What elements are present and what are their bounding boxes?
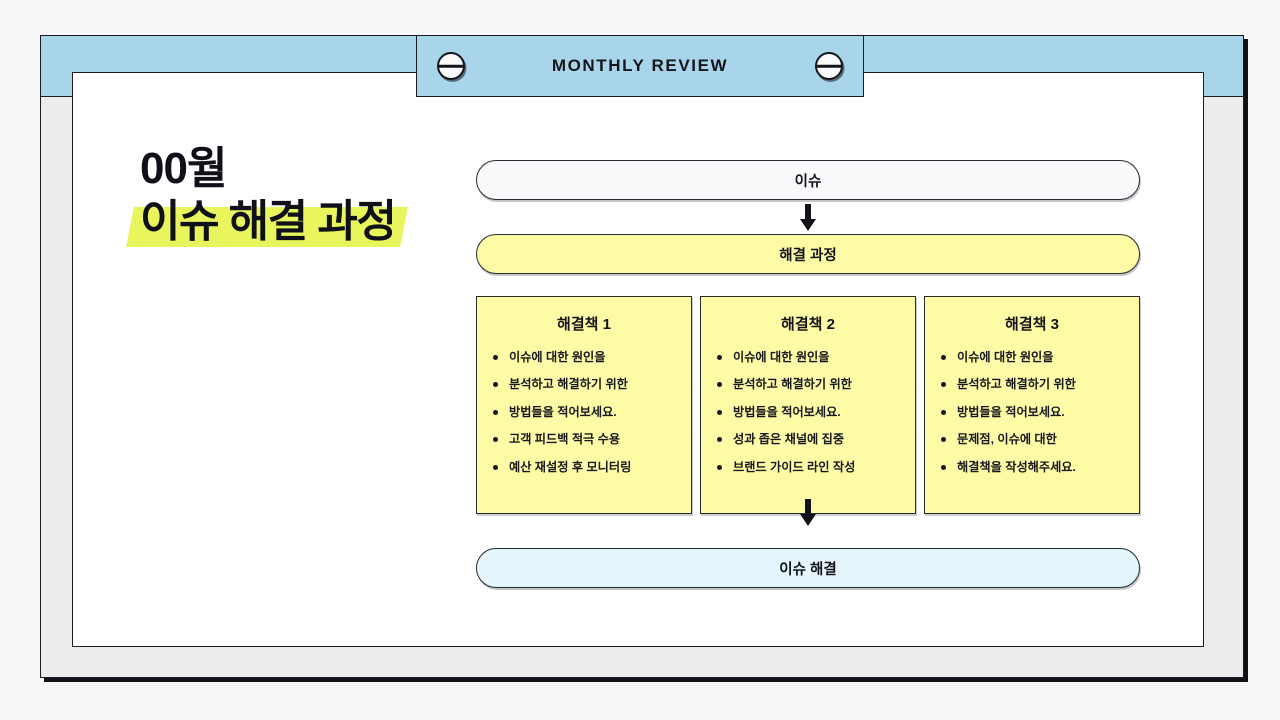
list-item: 이슈에 대한 원인을 [939, 349, 1129, 365]
solution-column-2[interactable]: 해결책 2 이슈에 대한 원인을 분석하고 해결하기 위한 방법들을 적어보세요… [700, 296, 916, 514]
headline-month: 00월 [140, 144, 227, 193]
flow-node-resolved-label: 이슈 해결 [779, 561, 837, 578]
list-item: 고객 피드백 적극 수용 [491, 431, 681, 447]
list-item: 방법들을 적어보세요. [715, 404, 905, 420]
screw-icon-left [437, 52, 465, 80]
solution-title-3: 해결책 3 [1005, 316, 1059, 333]
list-item: 분석하고 해결하기 위한 [715, 376, 905, 392]
headline: 00월 이슈 해결 과정 [126, 144, 408, 247]
headline-subject: 이슈 해결 과정 [140, 196, 397, 246]
list-item: 방법들을 적어보세요. [939, 404, 1129, 420]
list-item: 예산 재설정 후 모니터링 [491, 459, 681, 475]
deck-title: MONTHLY REVIEW [551, 56, 729, 75]
list-item: 분석하고 해결하기 위한 [491, 376, 681, 392]
flow-diagram: 이슈 해결 과정 해결책 1 이슈에 대한 원인을 분석하고 해결하기 위한 방… [476, 160, 1140, 588]
deck-title-tab: MONTHLY REVIEW [416, 35, 864, 97]
arrow-down-icon-top [800, 204, 816, 231]
screw-icon-right [815, 52, 843, 80]
flow-node-issue-label: 이슈 [794, 173, 822, 190]
flow-node-resolved[interactable]: 이슈 해결 [476, 548, 1140, 588]
solution-title-1: 해결책 1 [557, 316, 611, 333]
list-item: 해결책을 작성해주세요. [939, 459, 1129, 475]
solution-column-3[interactable]: 해결책 3 이슈에 대한 원인을 분석하고 해결하기 위한 방법들을 적어보세요… [924, 296, 1140, 514]
list-item: 방법들을 적어보세요. [491, 404, 681, 420]
list-item: 문제점, 이슈에 대한 [939, 431, 1129, 447]
arrow-down-icon-bottom [800, 499, 816, 526]
solution-list-2: 이슈에 대한 원인을 분석하고 해결하기 위한 방법들을 적어보세요. 성과 좁… [711, 349, 905, 475]
headline-highlight-wrap: 이슈 해결 과정 [126, 196, 408, 247]
list-item: 성과 좁은 채널에 집중 [715, 431, 905, 447]
flow-node-process[interactable]: 해결 과정 [476, 234, 1140, 274]
solution-columns: 해결책 1 이슈에 대한 원인을 분석하고 해결하기 위한 방법들을 적어보세요… [476, 296, 1140, 514]
list-item: 브랜드 가이드 라인 작성 [715, 459, 905, 475]
list-item: 이슈에 대한 원인을 [491, 349, 681, 365]
solution-list-1: 이슈에 대한 원인을 분석하고 해결하기 위한 방법들을 적어보세요. 고객 피… [487, 349, 681, 475]
flow-node-issue[interactable]: 이슈 [476, 160, 1140, 200]
solution-column-1[interactable]: 해결책 1 이슈에 대한 원인을 분석하고 해결하기 위한 방법들을 적어보세요… [476, 296, 692, 514]
list-item: 이슈에 대한 원인을 [715, 349, 905, 365]
list-item: 분석하고 해결하기 위한 [939, 376, 1129, 392]
solution-title-2: 해결책 2 [781, 316, 835, 333]
flow-node-process-label: 해결 과정 [779, 247, 837, 264]
solution-list-3: 이슈에 대한 원인을 분석하고 해결하기 위한 방법들을 적어보세요. 문제점,… [935, 349, 1129, 475]
